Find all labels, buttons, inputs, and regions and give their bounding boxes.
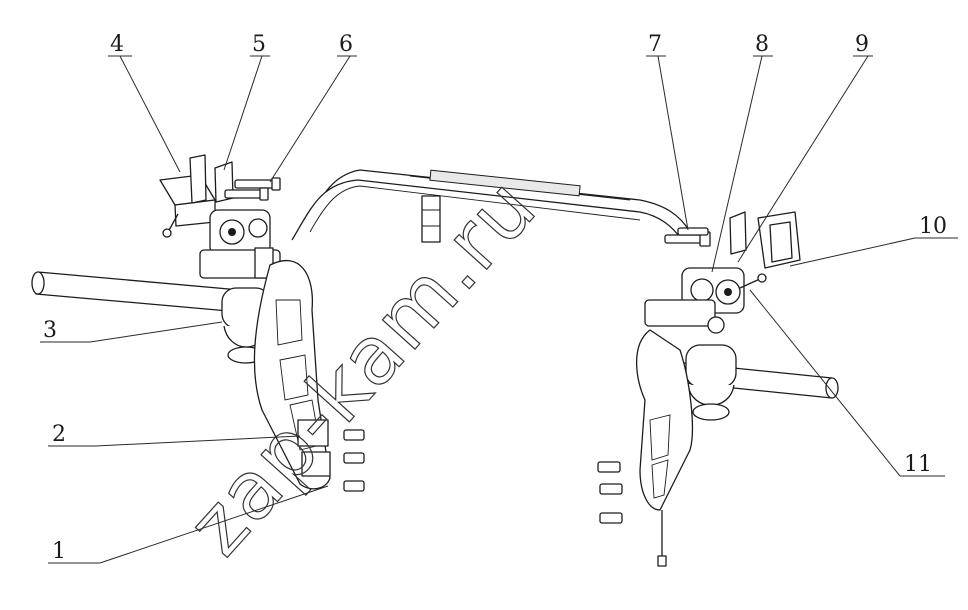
callout-1: 1 [52,539,66,564]
right-trailing-arm [635,329,694,567]
right-fasteners [597,461,623,524]
left-bolts-6 [224,177,281,201]
callout-11: 11 [904,452,932,477]
left-trailing-arm-2 [253,259,331,490]
callout-2: 2 [52,422,66,447]
callout-leaders [40,55,958,564]
callout-5: 5 [252,32,266,57]
callout-8: 8 [755,32,769,57]
left-fasteners-1 [343,429,365,492]
right-air-spring [685,344,737,421]
left-axle-tube [31,271,241,313]
callout-4: 4 [110,32,124,57]
callout-10: 10 [919,214,947,239]
callout-6: 6 [339,32,353,57]
callout-3: 3 [43,318,57,343]
right-bolts-7-8 [664,227,711,247]
callout-7: 7 [648,32,662,57]
callout-labels: 1 2 3 4 5 6 7 8 9 10 11 [43,32,947,564]
callout-9: 9 [855,32,869,57]
right-bracket-10 [729,211,801,269]
central-crossmember-tube [291,169,691,243]
left-valve-block [199,209,281,279]
right-valve-block [644,267,767,334]
